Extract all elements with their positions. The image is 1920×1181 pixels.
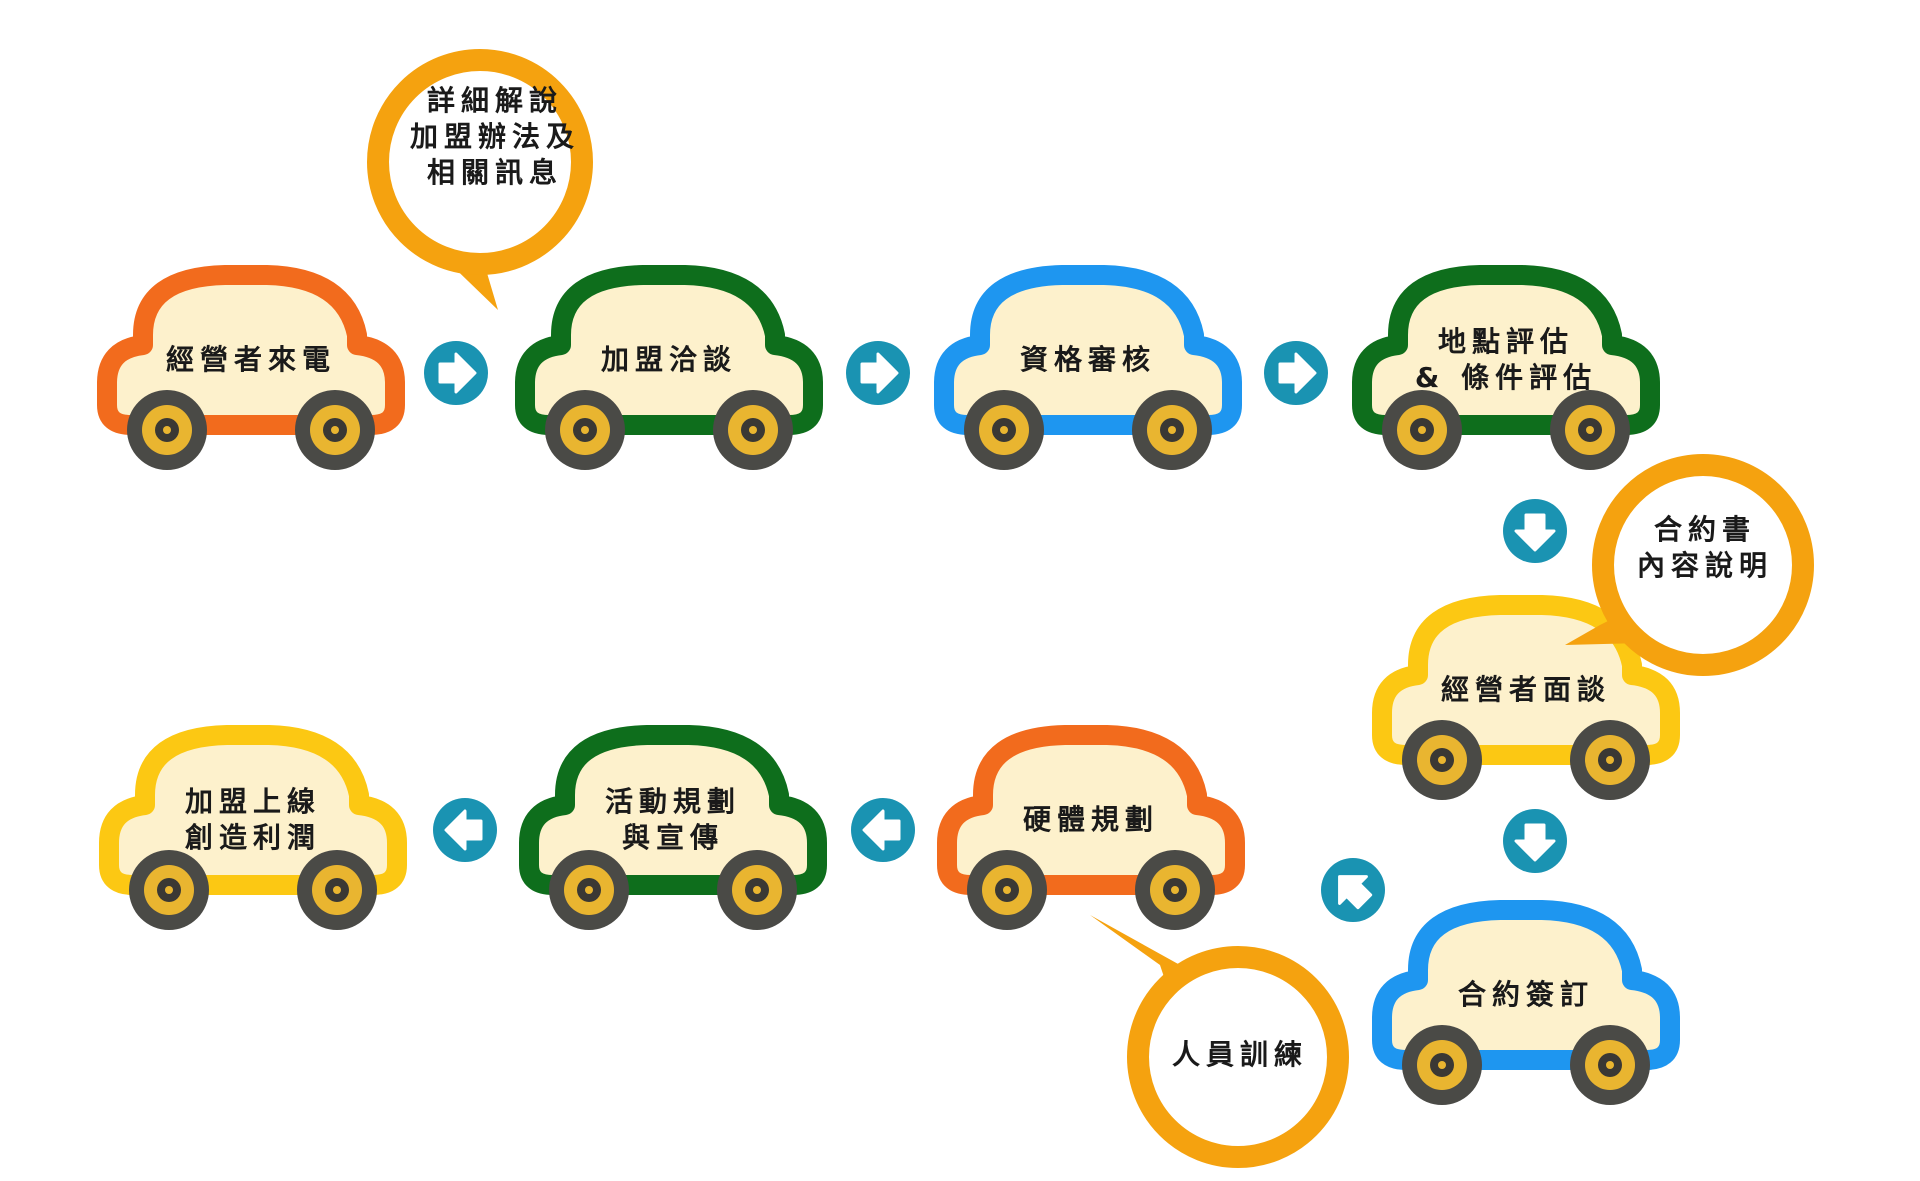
car-step-qualification: 資格審核 — [932, 255, 1244, 473]
bubble-label-line: 相關訊息 — [426, 156, 563, 189]
car-step-negotiation: 加盟洽談 — [513, 255, 825, 473]
car-step-hardware: 硬體規劃 — [935, 715, 1247, 933]
car-label-line: 經營者來電 — [165, 343, 336, 376]
bubble-label: 人員訓練 — [1140, 995, 1340, 1115]
flow-arrow-left-icon — [432, 797, 498, 863]
car-label: 加盟洽談 — [563, 315, 775, 405]
wheel — [1402, 1025, 1482, 1105]
wheel — [297, 850, 377, 930]
wheel — [1570, 720, 1650, 800]
car-body — [97, 265, 405, 435]
bubble-shape — [1565, 454, 1814, 676]
car-shape — [97, 265, 405, 470]
flow-arrow-left-icon — [850, 797, 916, 863]
car-label: 經營者來電 — [145, 315, 357, 405]
car-label: 地點評估& 條件評估 — [1400, 315, 1612, 405]
car-label: 硬體規劃 — [985, 775, 1197, 865]
wheel — [129, 850, 209, 930]
bubble-shape — [367, 49, 593, 310]
car-step-caller: 經營者來電 — [95, 255, 407, 473]
car-shape — [1352, 265, 1660, 470]
bubble-label-line: 內容說明 — [1636, 549, 1773, 582]
car-body — [1352, 265, 1660, 435]
bubble-label-line: 人員訓練 — [1171, 1038, 1308, 1071]
car-label-line: 與宣傳 — [621, 821, 724, 854]
speech-bubble-explain — [350, 40, 620, 310]
wheel — [549, 850, 629, 930]
wheel — [295, 390, 375, 470]
car-label: 加盟上線創造利潤 — [147, 775, 359, 865]
flow-arrow-right-icon — [1263, 340, 1329, 406]
car-label-line: 活動規劃 — [604, 785, 741, 818]
car-shape — [934, 265, 1242, 470]
flow-arrow-up-left-icon — [1320, 857, 1386, 923]
car-label: 經營者面談 — [1420, 645, 1632, 735]
wheel — [1570, 1025, 1650, 1105]
speech-bubble-contract-note — [1565, 454, 1820, 695]
car-label: 合約簽訂 — [1420, 950, 1632, 1040]
car-label-line: 地點評估 — [1437, 325, 1574, 358]
car-shape — [99, 725, 407, 930]
car-label-line: & 條件評估 — [1414, 361, 1598, 394]
car-label-line: 加盟上線 — [184, 785, 321, 818]
car-label-line: 創造利潤 — [184, 821, 321, 854]
flow-arrow-down-icon — [1502, 498, 1568, 564]
car-label-line: 經營者面談 — [1440, 673, 1611, 706]
car-body — [519, 725, 827, 895]
wheel — [545, 390, 625, 470]
bubble-ring — [367, 49, 593, 275]
bubble-ring — [1592, 454, 1814, 676]
wheel — [717, 850, 797, 930]
car-label-line: 資格審核 — [1019, 343, 1156, 376]
flow-arrow-down-icon — [1502, 808, 1568, 874]
car-label-line: 硬體規劃 — [1022, 803, 1159, 836]
car-body — [937, 725, 1245, 895]
bubble-ring — [1127, 946, 1349, 1168]
wheel — [1382, 390, 1462, 470]
wheel — [967, 850, 1047, 930]
car-step-site: 地點評估& 條件評估 — [1350, 255, 1662, 473]
car-shape — [937, 725, 1245, 930]
car-body — [934, 265, 1242, 435]
car-label-line: 合約簽訂 — [1457, 978, 1594, 1011]
bubble-label: 合約書內容說明 — [1610, 478, 1800, 618]
car-body — [515, 265, 823, 435]
car-body — [1372, 900, 1680, 1070]
flow-arrow-right-icon — [845, 340, 911, 406]
wheel — [1550, 390, 1630, 470]
wheel — [127, 390, 207, 470]
wheel — [1135, 850, 1215, 930]
wheel — [1132, 390, 1212, 470]
bubble-label-line: 加盟辦法及 — [409, 120, 580, 153]
car-shape — [515, 265, 823, 470]
bubble-label-line: 合約書 — [1653, 513, 1756, 546]
car-body — [99, 725, 407, 895]
bubble-label-line: 詳細解說 — [426, 84, 563, 117]
car-step-contract: 合約簽訂 — [1370, 890, 1682, 1108]
bubble-shape — [1090, 915, 1349, 1168]
wheel — [964, 390, 1044, 470]
bubble-label: 詳細解說加盟辦法及相關訊息 — [390, 62, 600, 212]
flow-arrow-right-icon — [423, 340, 489, 406]
speech-bubble-training — [1090, 905, 1360, 1175]
wheel — [1402, 720, 1482, 800]
car-label: 資格審核 — [982, 315, 1194, 405]
wheel — [713, 390, 793, 470]
car-shape — [1372, 900, 1680, 1105]
car-label: 活動規劃與宣傳 — [567, 775, 779, 865]
car-step-promotion: 活動規劃與宣傳 — [517, 715, 829, 933]
car-label-line: 加盟洽談 — [600, 343, 737, 376]
car-step-launch: 加盟上線創造利潤 — [97, 715, 409, 933]
car-shape — [519, 725, 827, 930]
